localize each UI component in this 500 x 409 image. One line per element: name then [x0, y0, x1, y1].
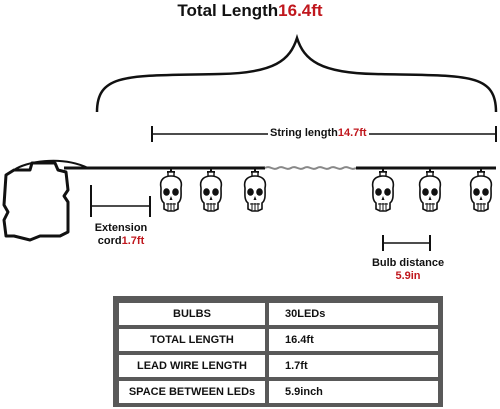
- skull-bulb: [199, 171, 223, 212]
- bulb-distance-value: 5.9in: [395, 270, 421, 282]
- skull-bulb: [418, 171, 442, 212]
- string-length-value: 14.7ft: [337, 127, 367, 139]
- spec-value: 16.4ft: [269, 329, 438, 351]
- extension-cord-value: 1.7ft: [121, 235, 145, 247]
- spec-key: LEAD WIRE LENGTH: [119, 355, 269, 377]
- extension-cord-text: cord: [97, 235, 122, 247]
- spec-key: TOTAL LENGTH: [119, 329, 269, 351]
- spec-value: 30LEDs: [269, 303, 438, 325]
- battery-box: [2, 159, 89, 242]
- skull-bulb: [371, 171, 395, 212]
- spec-key: BULBS: [119, 303, 269, 325]
- skull-bulb: [243, 171, 267, 212]
- spec-key: SPACE BETWEEN LEDs: [119, 381, 269, 403]
- total-length-value: 16.4ft: [278, 1, 323, 20]
- extension-cord-line1: Extension: [94, 222, 148, 234]
- spec-value: 5.9inch: [269, 381, 438, 403]
- spec-value: 1.7ft: [269, 355, 438, 377]
- string-length-label: String length14.7ft: [268, 127, 369, 140]
- total-length-title: Total Length16.4ft: [0, 0, 500, 22]
- skull-bulb: [469, 171, 493, 212]
- bulb-distance-text: Bulb distance: [371, 257, 445, 269]
- extension-cord-label: Extension cord1.7ft: [90, 222, 152, 248]
- string-length-text: String length: [270, 127, 338, 139]
- total-length-brace: [95, 33, 498, 113]
- bulb-distance-label: Bulb distance 5.9in: [362, 257, 454, 283]
- total-length-label: Total Length: [177, 1, 279, 20]
- skull-bulb: [159, 171, 183, 212]
